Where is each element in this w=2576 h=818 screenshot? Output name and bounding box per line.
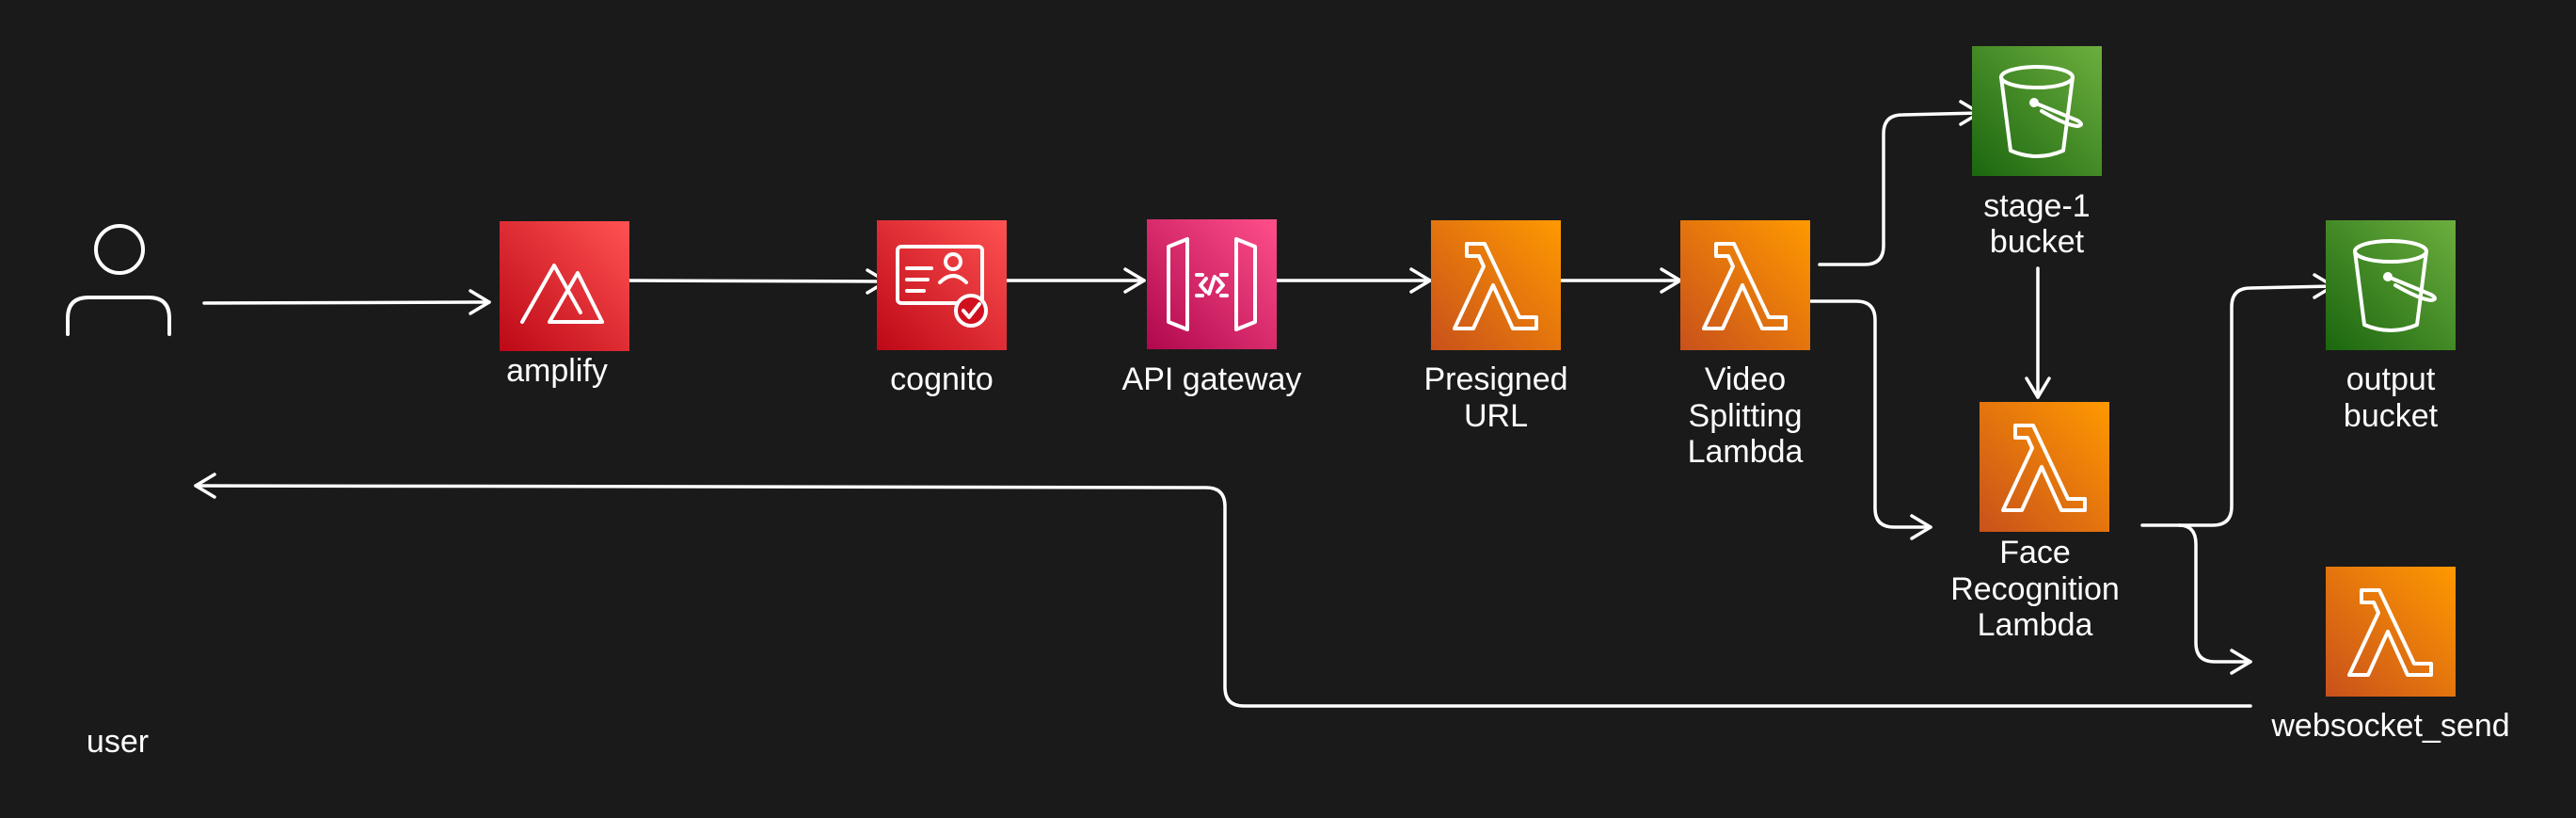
- output-bucket-label-line-1: output: [2346, 361, 2436, 397]
- video-splitting-lambda-icon: [1680, 220, 1810, 350]
- node-output-bucket[interactable]: output bucket: [2326, 220, 2456, 434]
- s3-bucket-glyph: [2353, 239, 2437, 332]
- face-recognition-lambda-icon: [1980, 402, 2109, 532]
- node-cognito[interactable]: cognito: [877, 220, 1007, 397]
- node-amplify[interactable]: amplify: [500, 221, 629, 389]
- video-splitting-label-line-1: Video: [1705, 361, 1786, 397]
- output-bucket-label-line-2: bucket: [2344, 398, 2439, 434]
- amplify-label: amplify: [506, 353, 608, 389]
- edge-cognito-to-api-gateway: [1005, 267, 1146, 294]
- presigned-url-label-line-2: URL: [1464, 398, 1528, 434]
- lambda-glyph: [1453, 242, 1538, 330]
- edge-api-gateway-to-presigned-url: [1275, 267, 1432, 294]
- node-api-gateway[interactable]: API gateway: [1122, 219, 1302, 397]
- edge-stage1-bucket-to-face-recognition: [2025, 266, 2051, 399]
- node-websocket-send-lambda[interactable]: websocket_send: [2270, 567, 2510, 744]
- user-icon: [66, 224, 171, 336]
- amplify-logo-glyph: [520, 264, 604, 324]
- lambda-glyph: [2347, 588, 2433, 677]
- node-video-splitting-lambda[interactable]: Video Splitting Lambda: [1680, 220, 1810, 470]
- edge-websocket-send-to-user: [194, 473, 2252, 708]
- lambda-glyph: [2001, 424, 2087, 512]
- lambda-glyph: [1702, 242, 1788, 330]
- user-label: user: [87, 724, 149, 760]
- face-recognition-label-line-2: Recognition: [1950, 571, 2120, 607]
- face-recognition-label-line-1: Face: [1999, 535, 2071, 570]
- s3-bucket-glyph: [1999, 65, 2083, 158]
- video-splitting-label-line-2: Splitting: [1689, 398, 1803, 434]
- api-gateway-glyph: [1167, 237, 1257, 331]
- cognito-label: cognito: [890, 361, 994, 397]
- presigned-url-label-line-1: Presigned: [1423, 361, 1567, 397]
- node-user[interactable]: user: [66, 224, 171, 760]
- websocket-send-lambda-icon: [2326, 567, 2456, 697]
- edge-amplify-to-cognito: [628, 268, 888, 295]
- edge-face-recognition-to-websocket-send: [2177, 523, 2252, 675]
- edge-presigned-url-to-video-splitting: [1559, 267, 1682, 294]
- edge-video-splitting-to-face-recognition: [1809, 299, 1932, 540]
- node-stage1-bucket[interactable]: stage-1 bucket: [1972, 46, 2102, 260]
- stage1-bucket-label-line-1: stage-1: [1983, 188, 2090, 224]
- stage1-bucket-label-line-2: bucket: [1990, 224, 2085, 260]
- cognito-id-card-glyph: [896, 245, 988, 328]
- edge-video-splitting-to-stage1-bucket: [1818, 100, 1981, 266]
- face-recognition-label-line-3: Lambda: [1978, 607, 2093, 643]
- websocket-send-label: websocket_send: [2270, 708, 2509, 744]
- edge-user-to-amplify: [202, 289, 491, 315]
- edge-face-recognition-to-output-bucket: [2140, 273, 2335, 527]
- api-gateway-label: API gateway: [1122, 361, 1302, 397]
- node-presigned-url[interactable]: Presigned URL: [1423, 220, 1568, 434]
- node-face-recognition-lambda[interactable]: Face Recognition Lambda: [1950, 402, 2120, 643]
- presigned-url-lambda-icon: [1431, 220, 1561, 350]
- video-splitting-label-line-3: Lambda: [1688, 434, 1804, 470]
